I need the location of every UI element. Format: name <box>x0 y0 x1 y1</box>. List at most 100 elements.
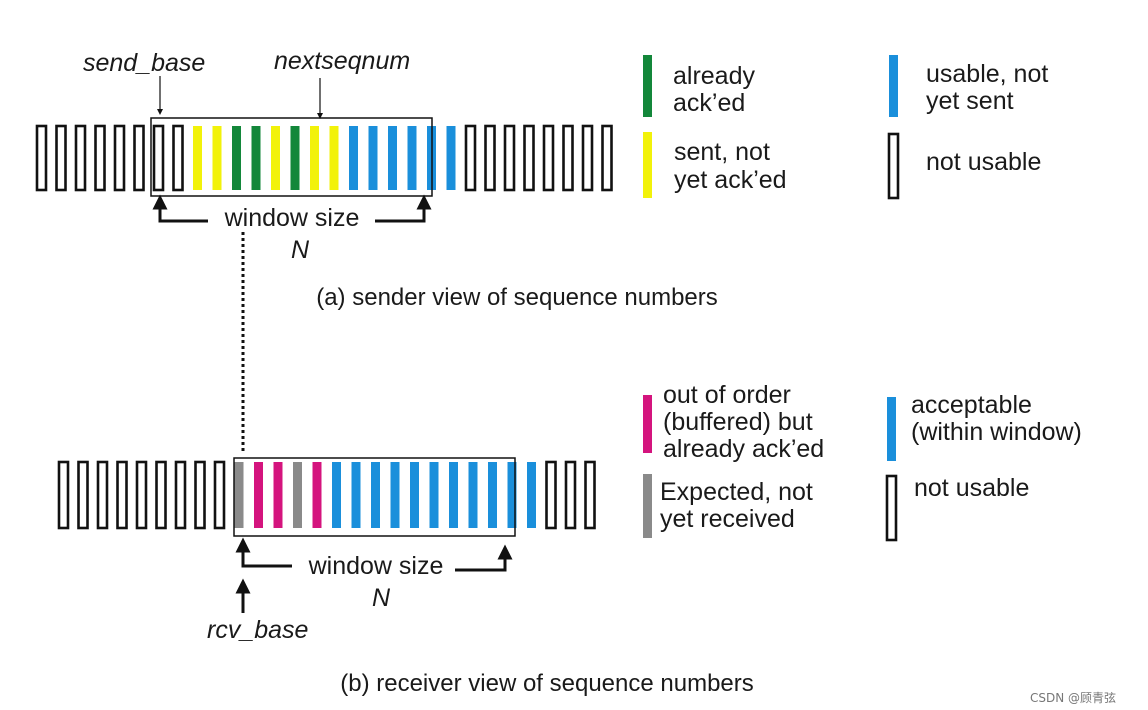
slot-usable-not-sent <box>368 126 378 190</box>
slot-not-usable <box>57 460 70 530</box>
slot-not-usable <box>174 460 187 530</box>
legend-text-usable-not-sent: yet sent <box>926 87 1014 115</box>
receiver-slot-row <box>57 460 596 530</box>
legend-swatch-acked <box>643 55 652 117</box>
rcv-base-label: rcv_base <box>207 616 308 644</box>
slot-not-usable <box>464 124 477 192</box>
nextseqnum-label: nextseqnum <box>274 47 410 75</box>
sender-window-frame <box>150 117 433 197</box>
slot-not-usable <box>584 460 596 530</box>
slot-not-usable <box>94 124 106 192</box>
legend-text-usable-not-sent: usable, not <box>926 60 1048 88</box>
slot-acceptable <box>507 462 517 528</box>
slot-usable-not-sent <box>446 126 456 190</box>
receiver-view: window size N rcv_base (b) receiver view… <box>57 381 1082 697</box>
slot-not-usable <box>545 460 557 530</box>
slot-acked <box>290 126 300 190</box>
legend-text-expected: yet received <box>660 505 795 533</box>
slot-expected <box>234 462 244 528</box>
receiver-window-arrow-right <box>455 544 513 572</box>
slot-acceptable <box>390 462 400 528</box>
slot-not-usable <box>172 124 184 192</box>
slot-not-usable <box>601 124 613 192</box>
slot-not-usable <box>194 460 206 530</box>
sender-view: send_base nextseqnum window size N (a) s… <box>35 47 1048 311</box>
slot-acked <box>232 126 241 190</box>
legend-text-buffered-acked: out of order <box>663 381 791 409</box>
receiver-window-arrow-left <box>235 537 292 568</box>
slot-acceptable <box>449 462 458 528</box>
slot-buffered-acked <box>273 462 283 528</box>
slot-not-usable <box>77 460 89 530</box>
slot-not-usable <box>564 460 577 530</box>
receiver-n-label: N <box>372 584 391 612</box>
sender-slot-row <box>35 124 613 192</box>
slot-buffered-acked <box>254 462 263 528</box>
slot-usable-not-sent <box>407 126 417 190</box>
legend-text-sent-not-acked: sent, not <box>674 138 770 166</box>
sender-window-size-label: window size <box>224 204 360 232</box>
slot-sent-not-acked <box>329 126 339 190</box>
receiver-caption: (b) receiver view of sequence numbers <box>340 670 754 697</box>
slot-not-usable <box>74 124 87 192</box>
send-base-label: send_base <box>83 49 205 77</box>
slot-acceptable <box>371 462 380 528</box>
slot-acceptable <box>351 462 361 528</box>
slot-sent-not-acked <box>212 126 222 190</box>
receiver-window-size-label: window size <box>308 552 444 580</box>
slot-buffered-acked <box>312 462 322 528</box>
slot-acceptable <box>332 462 341 528</box>
legend-swatch-not-usable <box>887 132 900 200</box>
slot-not-usable <box>133 124 145 192</box>
sender-window-arrow-left <box>152 194 208 223</box>
slot-not-usable <box>135 460 148 530</box>
receiver-window-frame <box>233 457 516 537</box>
slot-usable-not-sent <box>388 126 397 190</box>
legend-swatch-expected <box>643 474 652 538</box>
sender-n-label: N <box>291 236 310 264</box>
slot-not-usable <box>562 124 574 192</box>
slot-acceptable <box>410 462 419 528</box>
legend-text-acceptable: acceptable <box>911 391 1032 419</box>
legend-text-acceptable: (within window) <box>911 418 1082 446</box>
slot-not-usable <box>581 124 594 192</box>
legend-text-not-usable: not usable <box>926 148 1041 176</box>
slot-not-usable <box>96 460 109 530</box>
slot-acked <box>251 126 261 190</box>
slot-not-usable <box>484 124 496 192</box>
sender-caption: (a) sender view of sequence numbers <box>316 284 718 311</box>
slot-not-usable <box>213 460 226 530</box>
legend-text-acked: ack’ed <box>673 89 745 117</box>
slot-sent-not-acked <box>310 126 319 190</box>
slot-not-usable <box>55 124 67 192</box>
legend-text-acked: already <box>673 62 755 90</box>
slot-acceptable <box>429 462 439 528</box>
slot-not-usable <box>542 124 555 192</box>
slot-not-usable <box>113 124 126 192</box>
slot-acceptable <box>488 462 497 528</box>
slot-not-usable <box>116 460 128 530</box>
slot-not-usable <box>35 124 48 192</box>
slot-acceptable <box>527 462 536 528</box>
legend-text-expected: Expected, not <box>660 478 813 506</box>
slot-not-usable <box>155 460 167 530</box>
legend-swatch-acceptable <box>887 397 896 461</box>
legend-text-buffered-acked: already ack’ed <box>663 435 824 463</box>
legend-swatch-sent-not-acked <box>643 132 652 198</box>
legend-swatch-usable-not-sent <box>889 55 898 117</box>
slot-not-usable <box>503 124 516 192</box>
slot-not-usable <box>523 124 535 192</box>
slot-not-usable <box>152 124 165 192</box>
slot-sent-not-acked <box>193 126 202 190</box>
slot-sent-not-acked <box>271 126 280 190</box>
slot-expected <box>293 462 302 528</box>
legend-swatch-not-usable <box>885 474 898 542</box>
slot-usable-not-sent <box>349 126 358 190</box>
sender-window-arrow-right <box>375 194 432 223</box>
legend-swatch-buffered-acked <box>643 395 652 453</box>
legend-text-buffered-acked: (buffered) but <box>663 408 813 436</box>
legend-text-not-usable: not usable <box>914 474 1029 502</box>
